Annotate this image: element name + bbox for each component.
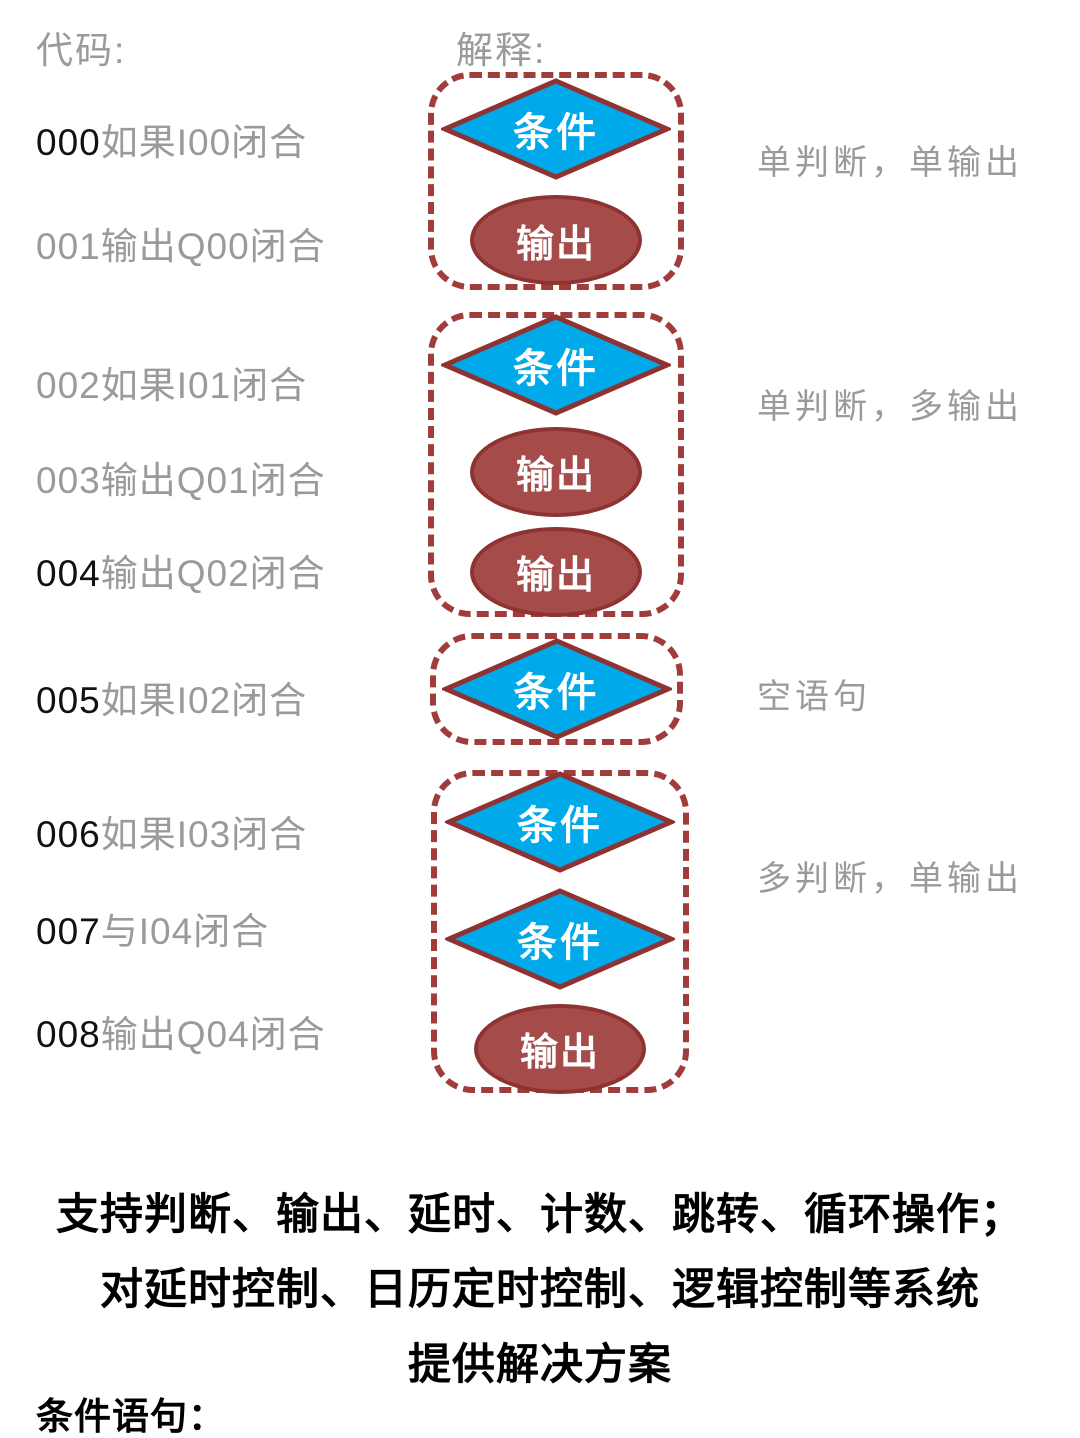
condition-diamond: 条件 <box>445 770 675 874</box>
condition-diamond: 条件 <box>441 637 672 741</box>
output-label: 输出 <box>515 555 596 597</box>
output-ellipse: 输出 <box>470 426 642 517</box>
feature-description-line2: 对延时控制、日历定时控制、逻辑控制等系统 <box>100 1266 980 1314</box>
output-label: 输出 <box>515 455 596 497</box>
condition-label: 条件 <box>517 920 603 965</box>
output-ellipse: 输出 <box>470 526 642 617</box>
code-line-text: 如果I02闭合 <box>100 680 308 721</box>
diamond-shape-icon <box>445 770 675 873</box>
code-line-001: 001输出Q00闭合 <box>36 216 326 270</box>
code-line-text: 与I04闭合 <box>100 911 270 952</box>
code-line-number: 007 <box>36 911 101 952</box>
feature-description: 支持判断、输出、延时、计数、跳转、循环操作； 对延时控制、日历定时控制、逻辑控制… <box>0 1178 1080 1403</box>
annotation-single-judge-single-output: 单判断，单输出 <box>757 144 1023 182</box>
condition-label: 条件 <box>513 111 599 155</box>
code-line-004: 004输出Q02闭合 <box>36 543 326 597</box>
code-line-007: 007与I04闭合 <box>36 901 269 955</box>
feature-description-line3: 提供解决方案 <box>408 1341 672 1389</box>
code-column-label: 代码: <box>36 30 127 71</box>
diamond-shape-icon <box>441 78 671 180</box>
code-line-text: 输出Q01闭合 <box>100 460 326 501</box>
code-line-number: 002 <box>36 365 101 406</box>
output-label: 输出 <box>519 1032 600 1074</box>
condition-label: 条件 <box>513 671 600 715</box>
code-line-003: 003输出Q01闭合 <box>36 450 326 504</box>
code-line-number: 008 <box>36 1014 101 1055</box>
explain-column-label: 解释: <box>456 30 547 71</box>
annotation-empty-statement: 空语句 <box>757 678 871 716</box>
code-line-002: 002如果I01闭合 <box>36 355 307 409</box>
code-line-number: 006 <box>36 814 101 855</box>
diamond-shape-icon <box>441 638 672 740</box>
condition-diamond: 条件 <box>445 887 675 991</box>
code-line-text: 输出Q02闭合 <box>100 553 326 594</box>
code-line-008: 008输出Q04闭合 <box>36 1004 326 1058</box>
flow-group-single-judge-single-output: 条件 输出 <box>428 72 684 290</box>
code-line-number: 000 <box>36 122 101 163</box>
flow-group-multi-judge-single-output: 条件 条件 输出 <box>431 770 689 1094</box>
code-line-text: 如果I03闭合 <box>100 814 308 855</box>
code-line-text: 输出Q04闭合 <box>100 1014 326 1055</box>
code-line-number: 005 <box>36 680 101 721</box>
feature-description-line1: 支持判断、输出、延时、计数、跳转、循环操作； <box>56 1191 1024 1239</box>
code-line-number: 001 <box>36 226 101 267</box>
flow-group-single-judge-multi-output: 条件 输出 输出 <box>428 312 684 617</box>
code-line-number: 004 <box>36 553 101 594</box>
diamond-shape-icon <box>445 887 675 990</box>
condition-diamond: 条件 <box>441 77 671 181</box>
output-label: 输出 <box>515 223 596 266</box>
code-line-005: 005如果I02闭合 <box>36 670 307 724</box>
annotation-single-judge-multi-output: 单判断，多输出 <box>757 388 1023 426</box>
condition-label: 条件 <box>513 346 599 391</box>
condition-statement-section-label: 条件语句： <box>36 1396 226 1437</box>
diamond-shape-icon <box>441 313 671 416</box>
code-line-text: 输出Q00闭合 <box>100 226 326 267</box>
code-line-006: 006如果I03闭合 <box>36 804 307 858</box>
code-line-text: 如果I00闭合 <box>100 122 308 163</box>
code-line-text: 如果I01闭合 <box>100 365 308 406</box>
output-ellipse: 输出 <box>470 195 642 285</box>
flow-group-empty-statement: 条件 <box>430 633 683 745</box>
code-line-number: 003 <box>36 460 101 501</box>
output-ellipse: 输出 <box>474 1003 646 1094</box>
code-line-000: 000如果I00闭合 <box>36 112 307 166</box>
condition-diamond: 条件 <box>441 313 671 417</box>
condition-label: 条件 <box>517 803 603 848</box>
annotation-multi-judge-single-output: 多判断，单输出 <box>757 860 1023 898</box>
